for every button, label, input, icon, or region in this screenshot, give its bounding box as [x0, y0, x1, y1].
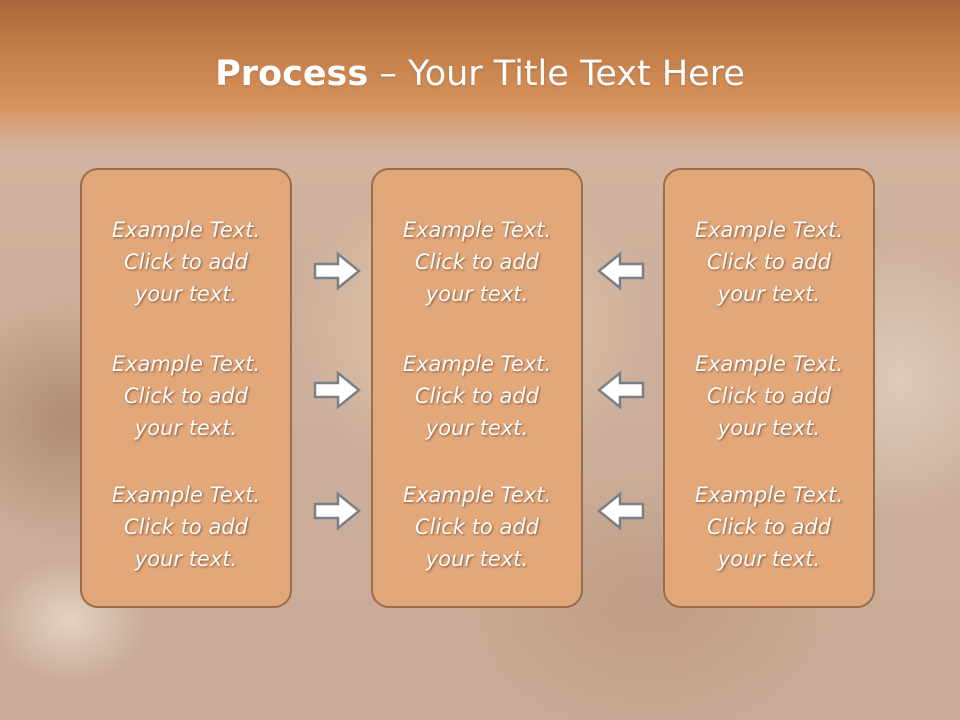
left-arrow-icon — [597, 251, 645, 291]
text-line: Example Text. — [694, 218, 844, 242]
right-text-panel[interactable]: Example Text. Click to add your text. Ex… — [663, 168, 875, 608]
text-line: Example Text. — [111, 218, 261, 242]
right-arrow-icon — [313, 251, 361, 291]
title-rest: – Your Title Text Here — [368, 54, 745, 94]
text-block[interactable]: Example Text. Click to add your text. — [82, 479, 290, 575]
text-line: Click to add — [706, 250, 831, 274]
text-line: Example Text. — [694, 483, 844, 507]
text-block[interactable]: Example Text. Click to add your text. — [82, 214, 290, 310]
text-line: Example Text. — [402, 218, 552, 242]
text-line: Example Text. — [402, 483, 552, 507]
text-line: your text. — [134, 416, 238, 440]
text-line: Click to add — [414, 384, 539, 408]
left-text-panel[interactable]: Example Text. Click to add your text. Ex… — [80, 168, 292, 608]
text-line: Click to add — [706, 384, 831, 408]
text-line: Click to add — [123, 515, 248, 539]
text-block[interactable]: Example Text. Click to add your text. — [665, 479, 873, 575]
text-line: Example Text. — [111, 352, 261, 376]
text-line: Example Text. — [111, 483, 261, 507]
center-text-panel[interactable]: Example Text. Click to add your text. Ex… — [371, 168, 583, 608]
text-block[interactable]: Example Text. Click to add your text. — [373, 348, 581, 444]
text-line: your text. — [134, 547, 238, 571]
text-block[interactable]: Example Text. Click to add your text. — [373, 214, 581, 310]
right-arrow-icon — [313, 370, 361, 410]
text-line: Click to add — [123, 384, 248, 408]
text-line: Click to add — [123, 250, 248, 274]
title-banner — [0, 0, 960, 150]
right-arrow-icon — [313, 491, 361, 531]
text-line: Click to add — [414, 250, 539, 274]
text-line: your text. — [425, 547, 529, 571]
text-line: your text. — [717, 282, 821, 306]
text-block[interactable]: Example Text. Click to add your text. — [665, 348, 873, 444]
text-line: Example Text. — [694, 352, 844, 376]
text-line: Click to add — [706, 515, 831, 539]
left-arrow-icon — [597, 491, 645, 531]
title-bold: Process — [215, 54, 369, 94]
text-line: your text. — [717, 547, 821, 571]
text-block[interactable]: Example Text. Click to add your text. — [82, 348, 290, 444]
left-arrow-icon — [597, 370, 645, 410]
text-line: your text. — [134, 282, 238, 306]
text-line: your text. — [425, 282, 529, 306]
text-block[interactable]: Example Text. Click to add your text. — [373, 479, 581, 575]
text-line: Example Text. — [402, 352, 552, 376]
slide-title[interactable]: Process – Your Title Text Here — [0, 52, 960, 96]
text-block[interactable]: Example Text. Click to add your text. — [665, 214, 873, 310]
text-line: your text. — [717, 416, 821, 440]
text-line: Click to add — [414, 515, 539, 539]
text-line: your text. — [425, 416, 529, 440]
